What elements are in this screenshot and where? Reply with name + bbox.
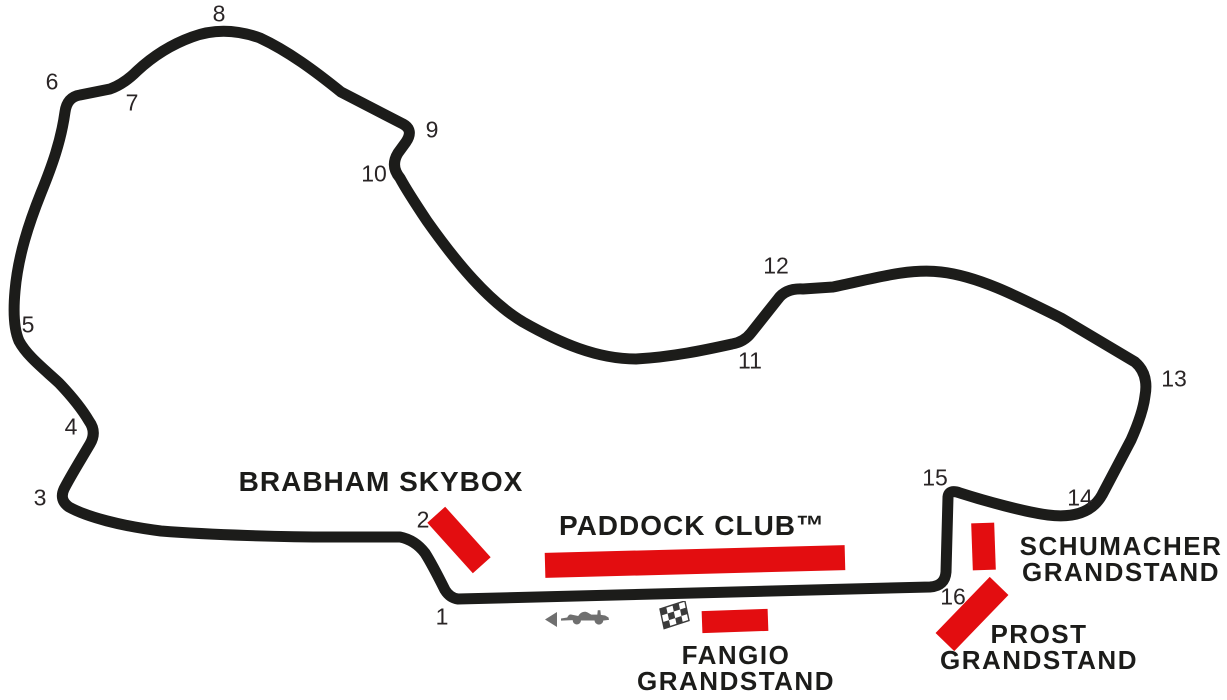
corner-number-3: 3 xyxy=(33,484,47,511)
corner-number-11: 11 xyxy=(738,347,762,374)
corner-number-16: 16 xyxy=(940,583,966,610)
corner-number-12: 12 xyxy=(763,252,789,279)
fangio-grandstand-stand xyxy=(701,608,769,634)
corner-number-7: 7 xyxy=(125,89,139,116)
corner-number-13: 13 xyxy=(1161,365,1187,392)
schumacher-label-line1: SCHUMACHER xyxy=(1019,531,1223,561)
corner-number-10: 10 xyxy=(361,160,387,187)
brabham-skybox-label: BRABHAM SKYBOX xyxy=(238,466,524,497)
paddock-club-label: PADDOCK CLUB™ xyxy=(558,510,826,541)
corner-number-6: 6 xyxy=(45,68,59,95)
fangio-grandstand-label: FANGIO GRANDSTAND xyxy=(637,642,835,694)
corner-number-4: 4 xyxy=(64,413,78,440)
track-path xyxy=(8,25,1152,605)
f1-car-icon xyxy=(561,610,609,625)
corner-number-15: 15 xyxy=(922,464,948,491)
corner-number-14: 14 xyxy=(1067,484,1093,511)
prost-grandstand-label: PROST GRANDSTAND xyxy=(940,621,1138,673)
corner-number-1: 1 xyxy=(435,603,449,630)
fangio-label-line1: FANGIO xyxy=(681,640,791,670)
prost-label-line1: PROST xyxy=(990,619,1088,649)
corner-number-8: 8 xyxy=(212,0,226,27)
schumacher-grandstand-stand xyxy=(971,522,996,571)
left-arrow-icon xyxy=(545,612,557,627)
prost-label-line2: GRANDSTAND xyxy=(940,645,1138,675)
fangio-label-line2: GRANDSTAND xyxy=(637,666,835,696)
schumacher-label-line2: GRANDSTAND xyxy=(1022,557,1220,587)
corner-number-2: 2 xyxy=(416,506,430,533)
corner-number-5: 5 xyxy=(21,311,35,338)
corner-number-9: 9 xyxy=(425,116,439,143)
schumacher-grandstand-label: SCHUMACHER GRANDSTAND xyxy=(1020,533,1223,585)
checkered-flag-icon xyxy=(659,601,690,630)
